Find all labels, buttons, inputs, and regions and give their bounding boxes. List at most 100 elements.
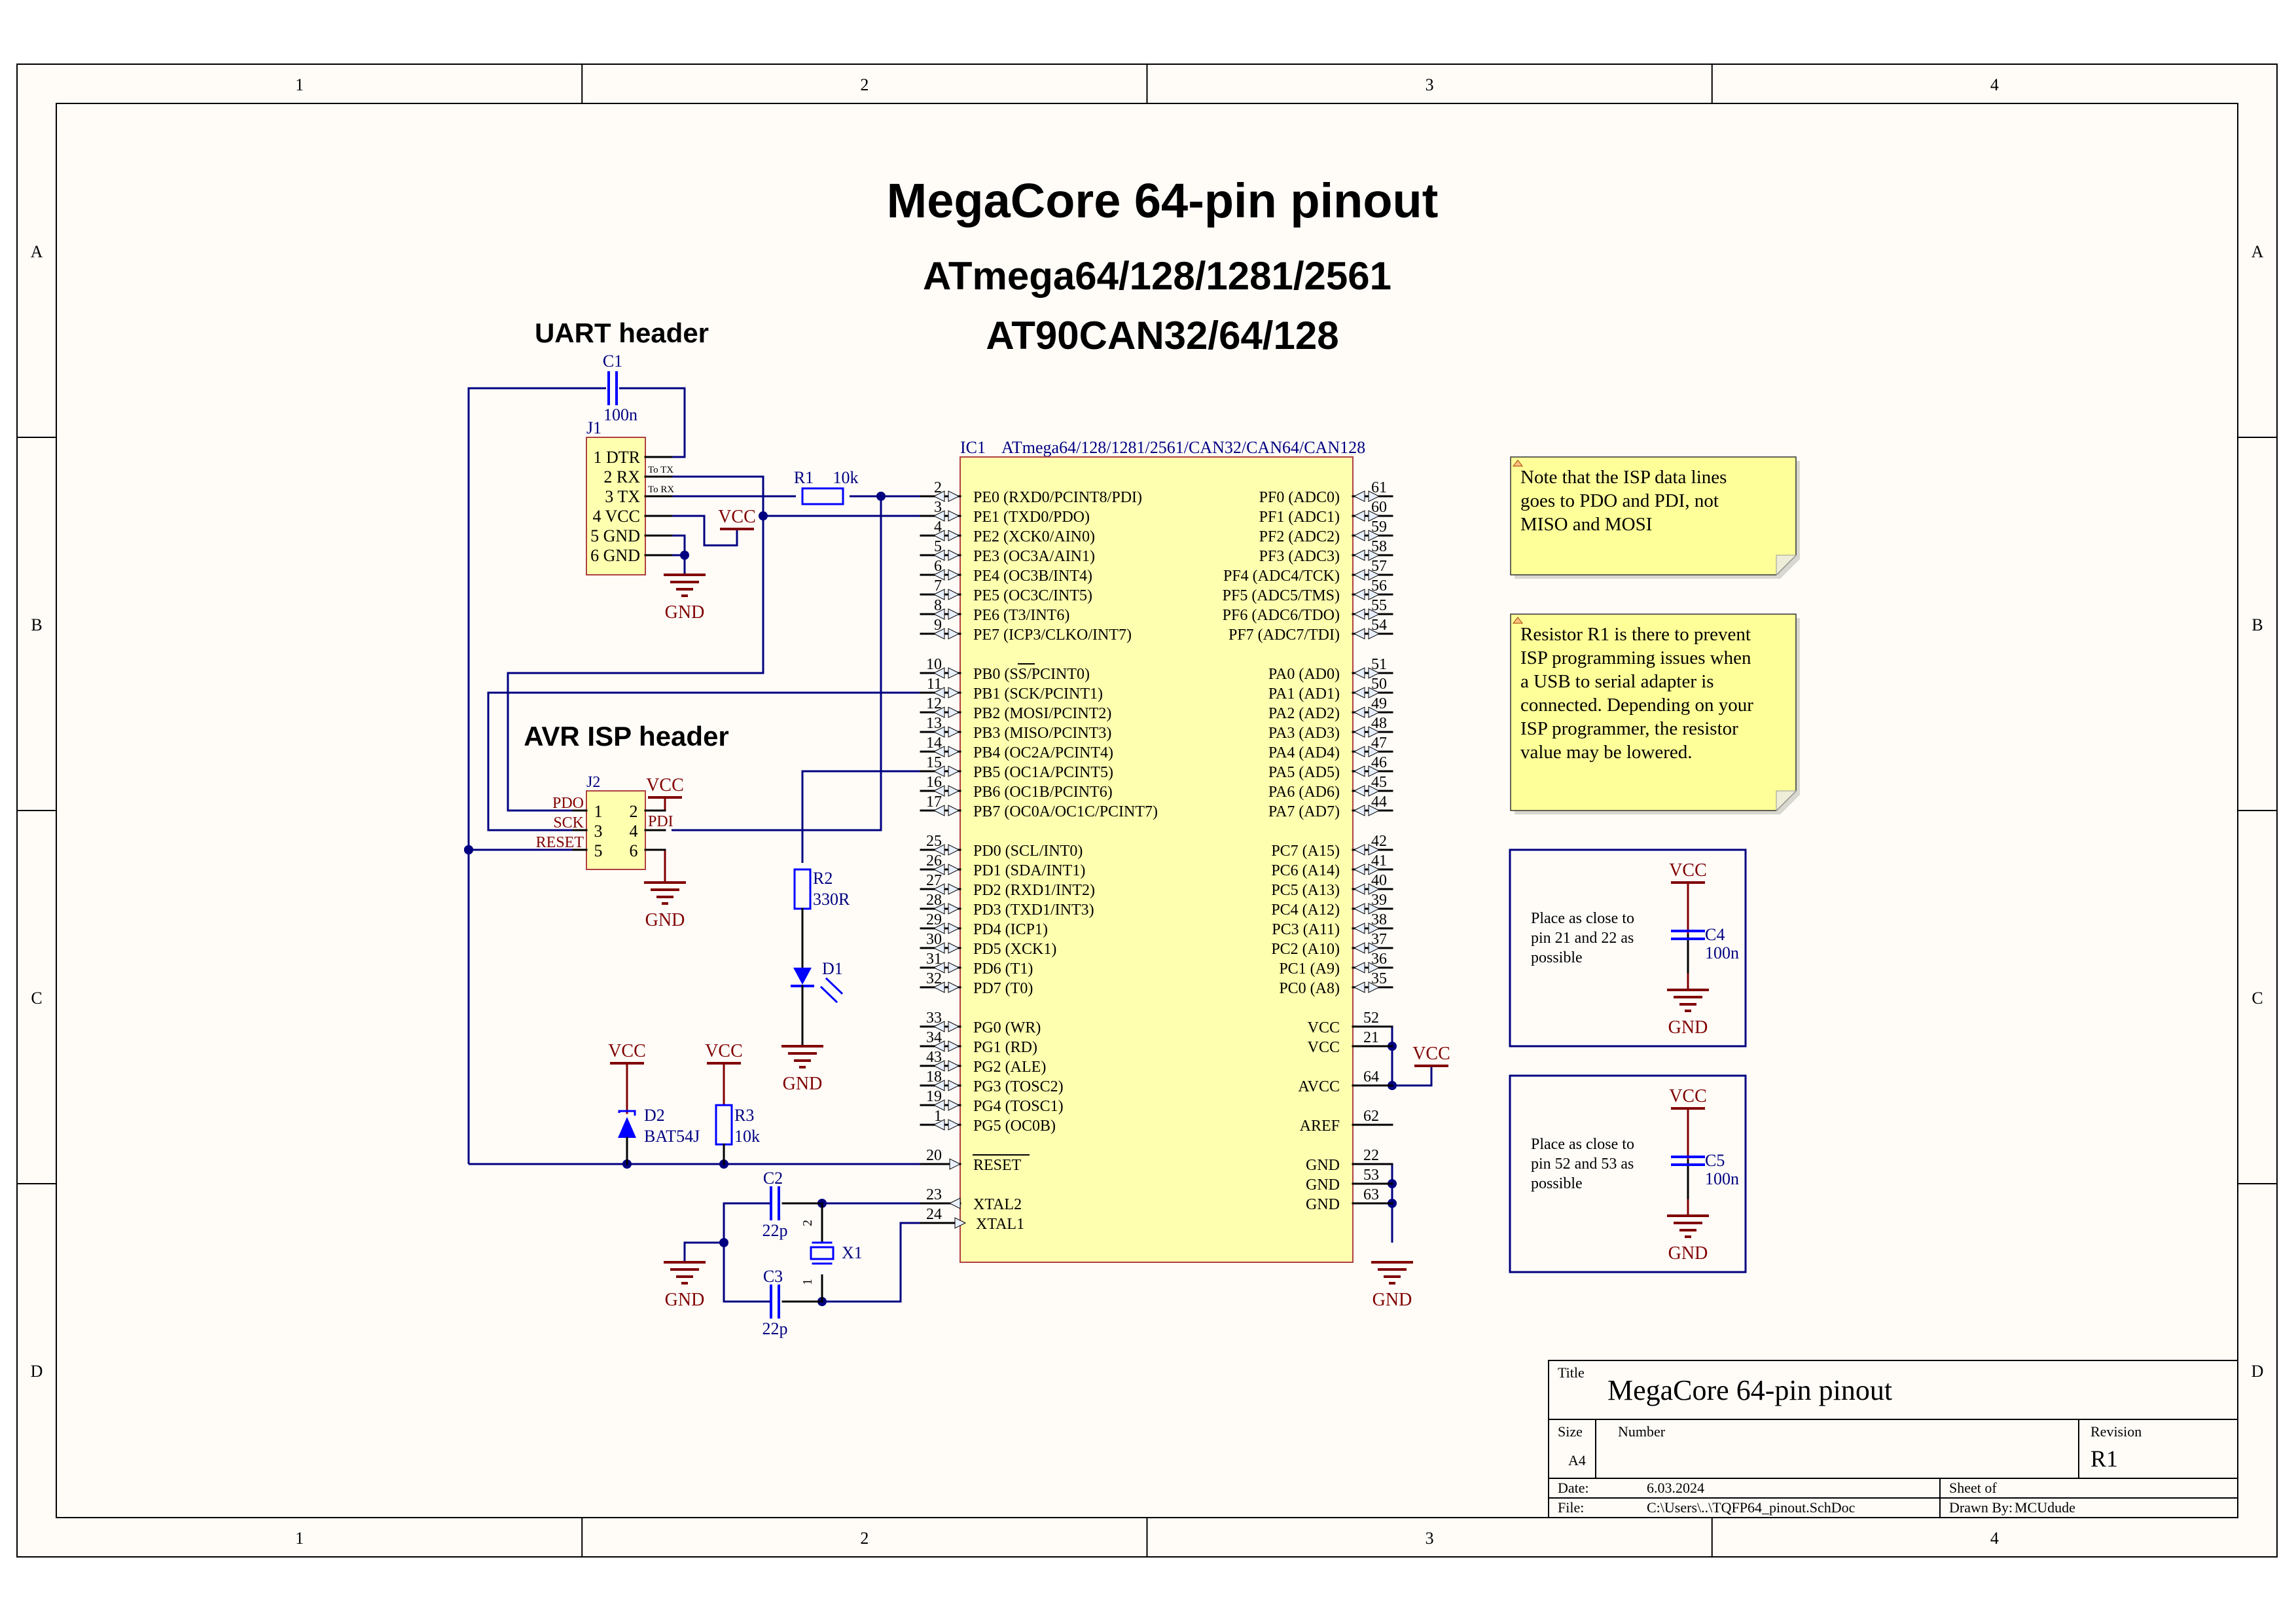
pin-number: 29 [926,911,942,928]
io-arrow-out [1368,942,1380,954]
r1-designator: R1 [794,468,814,487]
frame-row-label-left: A [31,242,43,261]
pin-name: PC1 (A9) [1279,960,1340,977]
ic-gnd-port: GND [1371,1261,1413,1310]
j2-pin-number: 4 [630,822,638,841]
gnd-label: GND [665,1290,705,1310]
io-arrow-in [1353,589,1365,600]
frame-row-label-right: C [2251,989,2263,1008]
io-arrow-in [933,765,945,777]
io-arrow-in [933,805,945,816]
d2-schottky-triangle [618,1117,636,1138]
drawn-by-cell [1939,1497,2238,1518]
note-text-line: ISP programming issues when [1520,647,1751,668]
pin-number: 4 [934,519,942,536]
io-arrow-in [933,549,945,561]
io-arrow-in [933,1040,945,1052]
pin-name: PB0 (SS/PCINT0) [973,666,1090,683]
io-arrow-out [1368,667,1380,679]
pin-name: RESET [973,1157,1022,1174]
io-arrow-in [933,490,945,502]
wire-pb5-led [801,770,921,863]
vcc-label: VCC [1669,860,1707,881]
pin-number: 64 [1363,1068,1379,1085]
gnd-label: GND [783,1074,823,1094]
decoupling-box-frame [1509,848,1747,1048]
c1-value: 100n [603,405,637,424]
d2-vcc-port: VCC [608,1041,646,1065]
io-arrow-out [948,589,960,600]
ic-vcc-port: VCC [1412,1044,1450,1067]
note-collapse-icon [1512,460,1524,467]
gnd-label: GND [1668,1243,1708,1264]
pin-number: 24 [926,1206,942,1223]
note-text-line: Note that the ISP data lines [1520,467,1727,488]
io-arrow-in [1353,844,1365,856]
decoupling-note-line: possible [1531,949,1583,966]
pin-number: 38 [1371,911,1387,928]
io-arrow-in [933,981,945,993]
io-arrow-out [948,962,960,974]
d1-gnd-port: GND [781,1045,823,1094]
io-arrow-out [1368,726,1380,738]
pin-number: 13 [926,715,942,732]
decoupling-note-line: Place as close to [1531,910,1634,927]
io-arrow-in [1353,962,1365,974]
r3-value: 10k [734,1127,760,1146]
pin-number: 8 [934,597,942,614]
wire-vcc-port [1392,1066,1433,1087]
net-label-to-tx: To TX [648,465,673,475]
pin-name: PE5 (OC3C/INT5) [973,587,1092,604]
io-arrow-out [1368,706,1380,718]
io-arrow-out [1368,608,1380,620]
sheet-label: Sheet of [1949,1480,1997,1496]
pin-name: PD1 (SDA/INT1) [973,862,1085,879]
j1-gnd-port: GND [664,574,706,623]
input-arrow [954,1217,967,1229]
pin-name: PB4 (OC2A/PCINT4) [973,744,1113,761]
io-arrow-in [1353,687,1365,699]
decoupling-note-line: possible [1531,1175,1583,1192]
wire-pdi [672,496,882,831]
c3-designator: C3 [763,1267,783,1286]
io-arrow-in [1353,706,1365,718]
io-arrow-out [948,942,960,954]
pin-name: PA5 (AD5) [1268,764,1340,781]
frame-row-label-right: B [2251,615,2263,634]
pin-number: 9 [934,617,942,634]
io-arrow-in [933,726,945,738]
pin-number: 37 [1371,931,1387,948]
pin-number: 60 [1371,499,1387,516]
x1-crystal-body [810,1246,834,1260]
j2-signal-label: PDO [552,795,584,812]
io-arrow-in [1353,805,1365,816]
decoupling-note-line: pin 52 and 53 as [1531,1156,1634,1173]
note-fold [1776,555,1797,576]
io-arrow-out [948,883,960,895]
c2-capacitor [770,1186,780,1220]
note-text-line: Resistor R1 is there to prevent [1520,624,1751,645]
io-arrow-out [1368,981,1380,993]
frame-column-label-bottom: 4 [1990,1529,1999,1548]
j1-vcc-port: VCC [718,507,756,530]
